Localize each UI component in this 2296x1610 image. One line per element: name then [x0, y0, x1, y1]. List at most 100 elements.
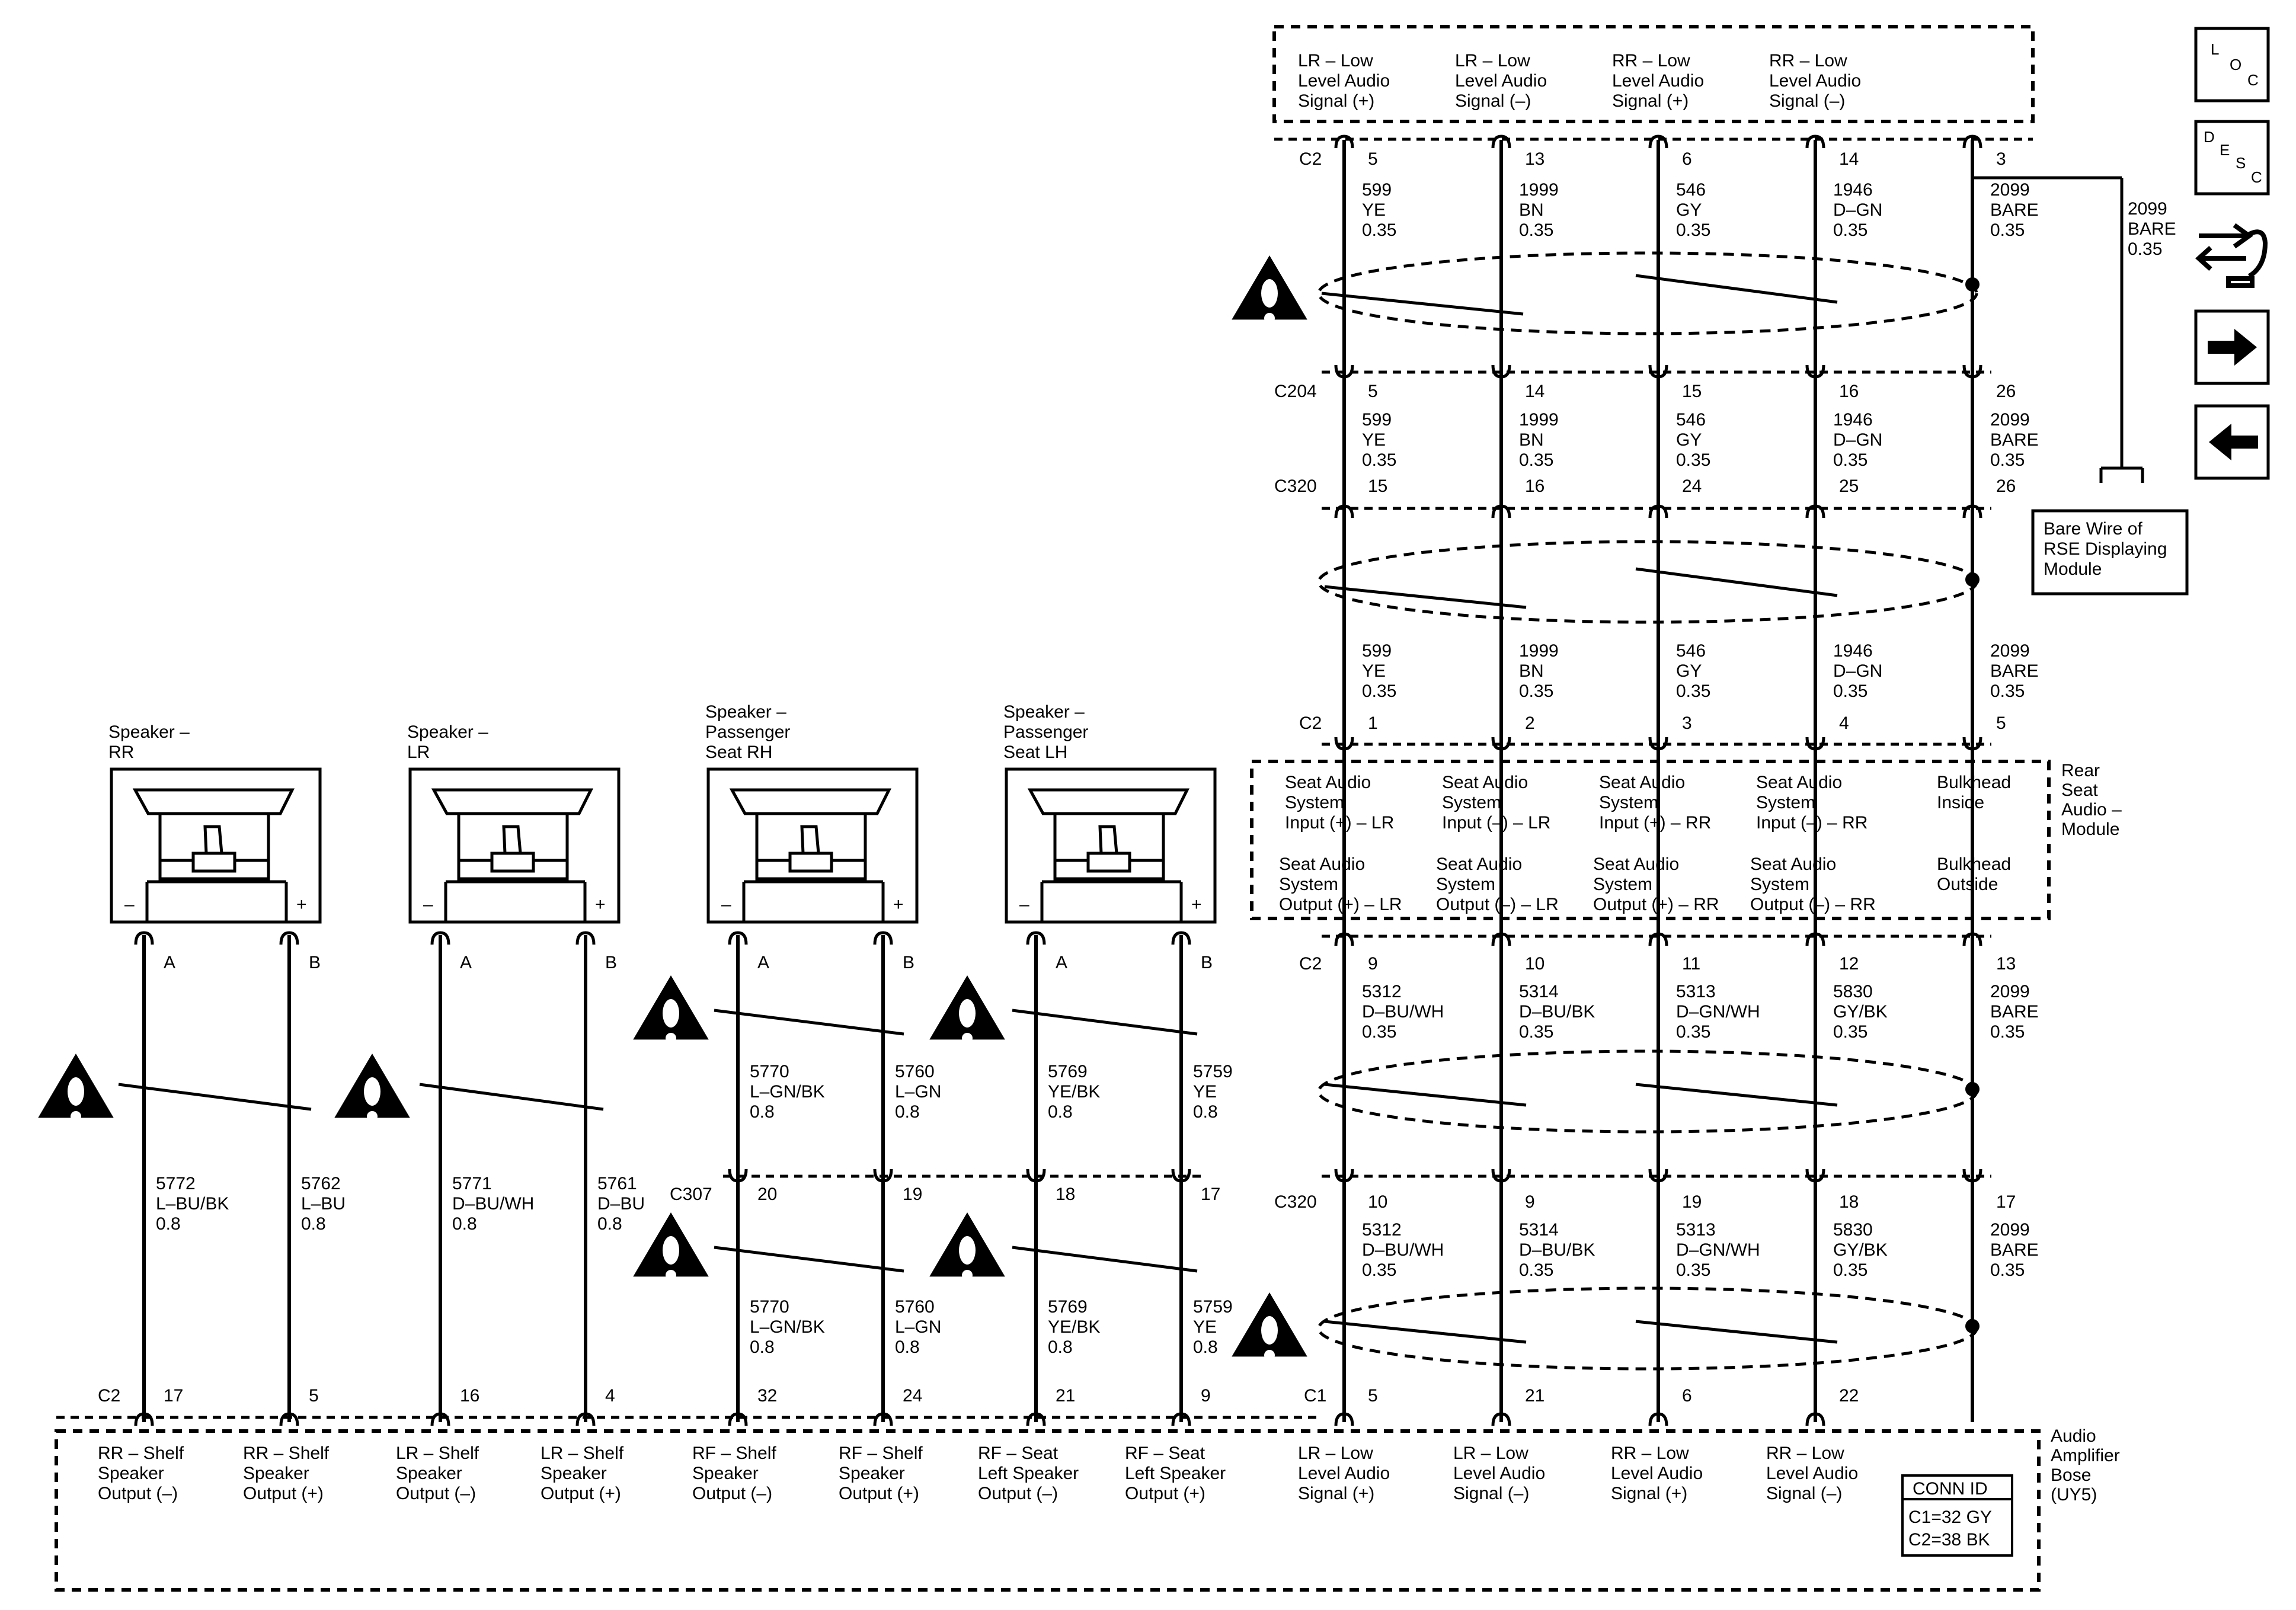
terminal	[1962, 504, 1982, 518]
wire-label: L–GN/BK	[750, 1082, 825, 1102]
wire-label: 5770	[750, 1062, 789, 1081]
loc-button[interactable]	[2194, 27, 2270, 103]
rsam-input-label: System	[1285, 793, 1344, 812]
wire-label: L–GN/BK	[750, 1317, 825, 1337]
terminal	[1491, 364, 1511, 379]
rsam-output-label: System	[1750, 875, 1809, 894]
speaker-plus-label: +	[595, 895, 606, 914]
pin-number: 14	[1525, 382, 1544, 401]
pin-number: 16	[1839, 382, 1859, 401]
terminal	[134, 931, 154, 945]
wire-label: 1946	[1833, 410, 1873, 430]
wire-label: 2099	[2128, 199, 2167, 219]
twist-mark	[1321, 292, 1524, 316]
terminal	[1026, 931, 1046, 945]
splice-dot	[1965, 1082, 1980, 1096]
pin-number: 5	[1368, 382, 1378, 401]
module-name: Audio –	[2061, 800, 2122, 820]
speaker-icon	[729, 788, 892, 815]
terminal	[728, 931, 748, 945]
terminal	[873, 1412, 893, 1426]
wire-label: 0.35	[1676, 450, 1710, 470]
terminal	[134, 1412, 154, 1426]
wire-label: 5313	[1676, 1220, 1716, 1240]
connector-icon[interactable]	[2195, 223, 2268, 288]
amp-pin-label: Output (+)	[1125, 1484, 1205, 1503]
warning-mark	[663, 1236, 679, 1265]
wire-label: D–GN/WH	[1676, 1002, 1760, 1022]
terminal	[1491, 737, 1511, 751]
wire-label: BN	[1519, 430, 1544, 450]
speaker-name: Seat LH	[1003, 742, 1067, 762]
conn-id-c1: C1=32 GY	[1908, 1507, 1992, 1527]
wire-label: 5830	[1833, 982, 1873, 1001]
terminal	[873, 931, 893, 945]
amp-pin-label: Level Audio	[1298, 1464, 1390, 1483]
connector-icon-path	[2195, 223, 2268, 288]
terminal	[728, 1412, 748, 1426]
pin-number: 22	[1839, 1386, 1859, 1406]
speaker-name: Speaker –	[108, 722, 190, 742]
shield-3	[1317, 1049, 1978, 1134]
rsam-input-label: System	[1442, 793, 1501, 812]
speaker-plus-label: +	[296, 895, 307, 914]
terminal	[1334, 135, 1354, 149]
terminal	[1491, 1412, 1511, 1426]
terminal	[1026, 1169, 1046, 1183]
amp-pin-label: RR – Shelf	[243, 1443, 330, 1463]
rsam-output-label: Seat Audio	[1279, 854, 1365, 874]
wire-label: 0.35	[1519, 220, 1553, 240]
pin-number: 16	[1525, 476, 1544, 496]
wire-label: 599	[1362, 180, 1392, 200]
terminal	[1334, 364, 1354, 379]
wire-label: 0.35	[1833, 1260, 1868, 1280]
pin-number: 16	[460, 1386, 479, 1406]
speaker-icon	[431, 788, 594, 815]
rse-pin-label: Level Audio	[1769, 71, 1861, 91]
wire-label: 0.35	[1990, 450, 2025, 470]
wire-label: 5771	[452, 1174, 492, 1193]
rsam-output-label: Seat Audio	[1750, 854, 1836, 874]
desc-button[interactable]	[2194, 120, 2270, 196]
rse-pin-label: Level Audio	[1455, 71, 1547, 91]
wire-label: BARE	[1990, 1240, 2039, 1260]
wire-label: D–BU/WH	[1362, 1240, 1444, 1260]
wire-label: 0.35	[1833, 1022, 1868, 1042]
rse-pin-label: LR – Low	[1455, 51, 1530, 71]
wire-label: BN	[1519, 200, 1544, 220]
pin-number: 4	[1839, 713, 1849, 733]
terminal	[1648, 364, 1668, 379]
speaker-minus-label: –	[124, 895, 135, 914]
pin-number: 17	[164, 1386, 183, 1406]
terminal	[575, 931, 596, 945]
wire-label: 0.35	[1362, 450, 1396, 470]
speaker-magnet	[755, 812, 867, 881]
wire-label: 0.8	[1193, 1337, 1218, 1357]
twist-mark	[714, 1009, 904, 1036]
warning-dot	[1264, 313, 1275, 324]
speaker-box-0	[110, 767, 322, 924]
wire-label: 0.35	[1519, 450, 1553, 470]
wire-label: 1999	[1519, 180, 1559, 200]
terminal	[1491, 504, 1511, 518]
connector-id-c2: C2	[1299, 954, 1322, 974]
wire-label: YE/BK	[1048, 1317, 1100, 1337]
wire-label: BARE	[1990, 430, 2039, 450]
wire-label: 0.35	[1990, 1260, 2025, 1280]
pin-number: 24	[1682, 476, 1702, 496]
wire-label: 5830	[1833, 1220, 1873, 1240]
wire-label: 5759	[1193, 1062, 1233, 1081]
rsam-output-label: System	[1279, 875, 1338, 894]
rear-seat-audio-module	[1250, 760, 2051, 920]
pin-number: 19	[1682, 1192, 1702, 1212]
speaker-name: LR	[407, 742, 430, 762]
module-name: Audio	[2051, 1426, 2096, 1446]
wire-label: 0.35	[1519, 1260, 1553, 1280]
terminal	[1334, 504, 1354, 518]
splice-dot	[1965, 1319, 1980, 1333]
amp-pin-label: Signal (–)	[1766, 1484, 1842, 1503]
rsam-input-label: Input (+) – RR	[1599, 813, 1711, 833]
wire-label: L–BU	[301, 1194, 346, 1214]
speaker-minus-label: –	[721, 895, 731, 914]
terminal	[1171, 931, 1191, 945]
